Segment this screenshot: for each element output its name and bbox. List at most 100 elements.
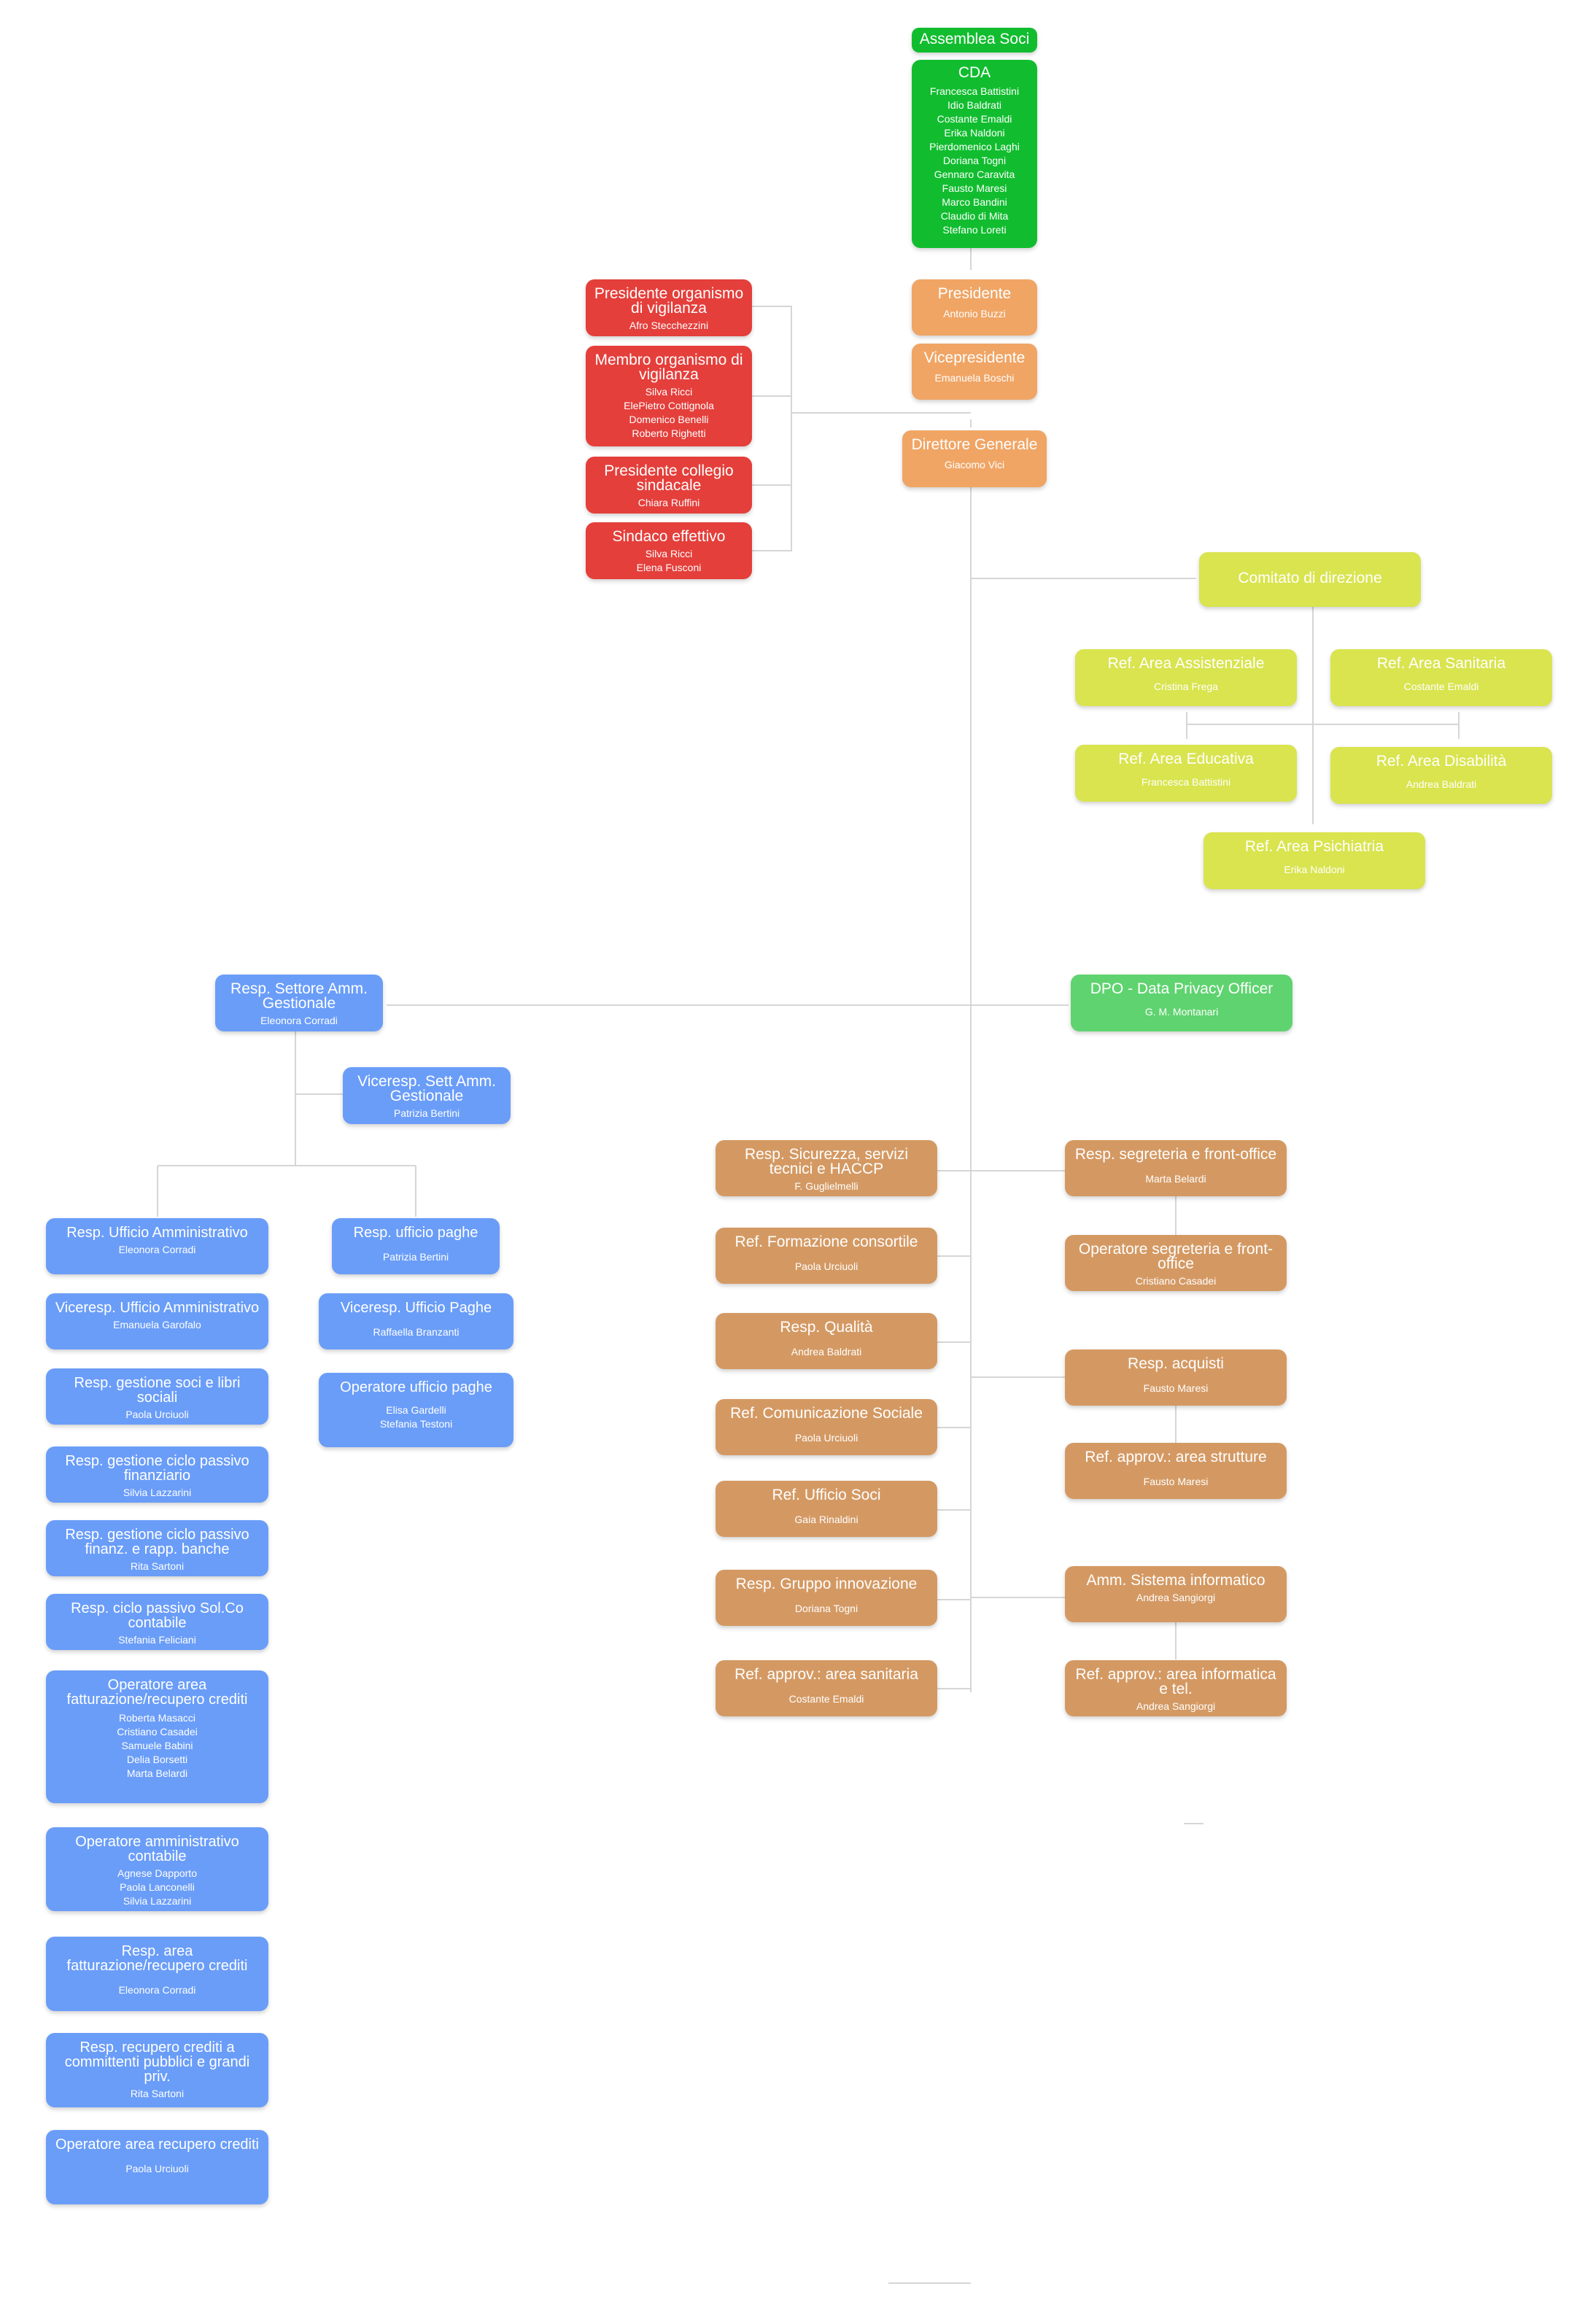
node-resp-paghe[interactable]: Resp. ufficio paghe Patrizia Bertini bbox=[332, 1218, 500, 1274]
node-title: Ref. Area Sanitaria bbox=[1376, 655, 1506, 672]
node-members: Paola Urciuoli bbox=[794, 1432, 858, 1444]
node-title: Direttore Generale bbox=[911, 436, 1038, 453]
node-op-amm-contabile[interactable]: Operatore amministrativo contabile Agnes… bbox=[46, 1827, 268, 1911]
node-ref-comunicazione[interactable]: Ref. Comunicazione Sociale Paola Urciuol… bbox=[716, 1399, 937, 1455]
node-title: Assemblea Soci bbox=[919, 31, 1030, 47]
node-members: Paola Urciuoli bbox=[125, 1409, 189, 1420]
node-pres-vigilanza[interactable]: Presidente organismo di vigilanza Afro S… bbox=[586, 279, 752, 336]
node-viceresp-settore[interactable]: Viceresp. Sett Amm. Gestionale Patrizia … bbox=[343, 1067, 511, 1124]
node-members: Fausto Maresi bbox=[1143, 1476, 1209, 1487]
node-sindaco-effettivo[interactable]: Sindaco effettivo Silva Ricci Elena Fusc… bbox=[586, 522, 752, 579]
node-title: Resp. Sicurezza, servizi tecnici e HACCP bbox=[744, 1146, 909, 1177]
node-assemblea-soci[interactable]: Assemblea Soci bbox=[912, 28, 1037, 53]
node-title: Comitato di direzione bbox=[1238, 570, 1382, 586]
node-title: Resp. ciclo passivo Sol.Co contabile bbox=[71, 1600, 244, 1631]
node-dpo[interactable]: DPO - Data Privacy Officer G. M. Montana… bbox=[1071, 975, 1292, 1031]
node-presidente[interactable]: Presidente Antonio Buzzi bbox=[912, 279, 1037, 336]
node-resp-ciclo-solco[interactable]: Resp. ciclo passivo Sol.Co contabile Ste… bbox=[46, 1594, 268, 1650]
node-members: G. M. Montanari bbox=[1144, 1006, 1219, 1018]
node-members: Paola Urciuoli bbox=[125, 2163, 189, 2174]
node-resp-uff-amm[interactable]: Resp. Ufficio Amministrativo Eleonora Co… bbox=[46, 1218, 268, 1274]
node-members: Patrizia Bertini bbox=[382, 1251, 449, 1263]
node-op-paghe[interactable]: Operatore ufficio paghe Elisa Gardelli S… bbox=[319, 1373, 513, 1447]
node-members: Costante Emaldi bbox=[1403, 681, 1479, 692]
node-ref-assistenziale[interactable]: Ref. Area Assistenziale Cristina Frega bbox=[1075, 649, 1297, 706]
node-resp-sicurezza[interactable]: Resp. Sicurezza, servizi tecnici e HACCP… bbox=[716, 1140, 937, 1196]
node-title: Ref. Formazione consortile bbox=[735, 1233, 918, 1250]
node-title: Ref. approv.: area strutture bbox=[1085, 1449, 1267, 1465]
node-resp-soci-libri[interactable]: Resp. gestione soci e libri sociali Paol… bbox=[46, 1368, 268, 1425]
node-ref-approv-strutture[interactable]: Ref. approv.: area strutture Fausto Mare… bbox=[1065, 1443, 1287, 1499]
node-members: Giacomo Vici bbox=[944, 459, 1005, 470]
node-members: Eleonora Corradi bbox=[260, 1015, 338, 1026]
node-ref-formazione[interactable]: Ref. Formazione consortile Paola Urciuol… bbox=[716, 1228, 937, 1284]
node-title: Resp. Qualità bbox=[780, 1319, 873, 1336]
node-members: Fausto Maresi bbox=[1143, 1382, 1209, 1394]
node-members: F. Guglielmelli bbox=[794, 1180, 858, 1192]
node-ref-approv-sanitaria[interactable]: Ref. approv.: area sanitaria Costante Em… bbox=[716, 1660, 937, 1716]
node-amm-sistema[interactable]: Amm. Sistema informatico Andrea Sangiorg… bbox=[1065, 1566, 1287, 1622]
node-title: Resp. Ufficio Amministrativo bbox=[66, 1225, 248, 1241]
node-resp-innovazione[interactable]: Resp. Gruppo innovazione Doriana Togni bbox=[716, 1570, 937, 1626]
node-resp-recupero[interactable]: Resp. recupero crediti a committenti pub… bbox=[46, 2033, 268, 2107]
node-title: Viceresp. Ufficio Amministrativo bbox=[55, 1300, 260, 1316]
node-viceresp-paghe[interactable]: Viceresp. Ufficio Paghe Raffaella Branza… bbox=[319, 1293, 513, 1349]
node-title: Presidente bbox=[937, 285, 1012, 302]
node-members: Andrea Sangiorgi bbox=[1136, 1592, 1216, 1603]
node-title: Ref. approv.: area sanitaria bbox=[735, 1666, 918, 1683]
node-cda[interactable]: CDA Francesca Battistini Idio Baldrati C… bbox=[912, 60, 1037, 248]
node-members: Eleonora Corradi bbox=[118, 1244, 196, 1255]
node-members: Erika Naldoni bbox=[1284, 864, 1345, 875]
node-title: Resp. recupero crediti a committenti pub… bbox=[64, 2040, 250, 2085]
node-title: Operatore segreteria e front-office bbox=[1078, 1241, 1274, 1272]
node-members: Silva Ricci ElePietro Cottignola Domenic… bbox=[624, 386, 714, 439]
node-title: Sindaco effettivo bbox=[612, 528, 726, 545]
node-resp-segreteria[interactable]: Resp. segreteria e front-office Marta Be… bbox=[1065, 1140, 1287, 1196]
node-ref-soci[interactable]: Ref. Ufficio Soci Gaia Rinaldini bbox=[716, 1481, 937, 1537]
node-ref-educativa[interactable]: Ref. Area Educativa Francesca Battistini bbox=[1075, 745, 1297, 802]
node-members: Rita Sartoni bbox=[130, 2088, 185, 2099]
node-title: Membro organismo di vigilanza bbox=[594, 352, 743, 383]
node-members: Doriana Togni bbox=[794, 1603, 858, 1614]
node-op-segreteria[interactable]: Operatore segreteria e front-office Cris… bbox=[1065, 1235, 1287, 1291]
node-title: Presidente organismo di vigilanza bbox=[594, 285, 744, 317]
node-title: Resp. acquisti bbox=[1128, 1355, 1224, 1372]
node-members: Paola Urciuoli bbox=[794, 1260, 858, 1272]
node-membro-vigilanza[interactable]: Membro organismo di vigilanza Silva Ricc… bbox=[586, 346, 752, 446]
node-viceresp-uff-amm[interactable]: Viceresp. Ufficio Amministrativo Emanuel… bbox=[46, 1293, 268, 1349]
node-title: Ref. approv.: area informatica e tel. bbox=[1075, 1666, 1276, 1697]
node-ref-approv-informatica[interactable]: Ref. approv.: area informatica e tel. An… bbox=[1065, 1660, 1287, 1716]
node-title: Ref. Area Educativa bbox=[1118, 751, 1254, 767]
node-ref-sanitaria[interactable]: Ref. Area Sanitaria Costante Emaldi bbox=[1330, 649, 1552, 706]
node-title: Resp. segreteria e front-office bbox=[1074, 1146, 1277, 1163]
node-resp-qualita[interactable]: Resp. Qualità Andrea Baldrati bbox=[716, 1313, 937, 1369]
node-title: Ref. Area Disabilità bbox=[1376, 753, 1507, 770]
node-resp-ciclo-banche[interactable]: Resp. gestione ciclo passivo finanz. e r… bbox=[46, 1520, 268, 1576]
node-title: DPO - Data Privacy Officer bbox=[1090, 980, 1274, 997]
node-members: Silvia Lazzarini bbox=[123, 1487, 192, 1498]
node-members: Andrea Baldrati bbox=[1406, 778, 1477, 790]
node-title: Resp. ufficio paghe bbox=[353, 1225, 478, 1241]
node-title: Resp. Gruppo innovazione bbox=[735, 1576, 918, 1592]
node-resp-fatturazione[interactable]: Resp. area fatturazione/recupero crediti… bbox=[46, 1937, 268, 2011]
node-direttore-generale[interactable]: Direttore Generale Giacomo Vici bbox=[902, 430, 1047, 487]
node-op-fatturazione[interactable]: Operatore area fatturazione/recupero cre… bbox=[46, 1670, 268, 1803]
node-title: Operatore area recupero crediti bbox=[55, 2137, 260, 2153]
node-title: Viceresp. Ufficio Paghe bbox=[340, 1300, 492, 1316]
node-vicepresidente[interactable]: Vicepresidente Emanuela Boschi bbox=[912, 344, 1037, 400]
node-title: Ref. Area Assistenziale bbox=[1107, 655, 1265, 672]
node-op-recupero[interactable]: Operatore area recupero crediti Paola Ur… bbox=[46, 2130, 268, 2204]
node-resp-acquisti[interactable]: Resp. acquisti Fausto Maresi bbox=[1065, 1349, 1287, 1406]
node-ref-disabilita[interactable]: Ref. Area Disabilità Andrea Baldrati bbox=[1330, 747, 1552, 804]
node-members: Francesca Battistini Idio Baldrati Costa… bbox=[929, 85, 1020, 236]
node-comitato-direzione[interactable]: Comitato di direzione bbox=[1199, 552, 1421, 607]
node-ref-psichiatria[interactable]: Ref. Area Psichiatria Erika Naldoni bbox=[1204, 832, 1425, 889]
node-resp-ciclo-fin[interactable]: Resp. gestione ciclo passivo finanziario… bbox=[46, 1446, 268, 1503]
node-members: Chiara Ruffini bbox=[637, 497, 700, 508]
node-resp-settore[interactable]: Resp. Settore Amm. Gestionale Eleonora C… bbox=[215, 975, 383, 1031]
node-members: Cristiano Casadei bbox=[1135, 1275, 1217, 1287]
node-pres-collegio[interactable]: Presidente collegio sindacale Chiara Ruf… bbox=[586, 457, 752, 514]
node-title: Vicepresidente bbox=[923, 349, 1026, 366]
node-title: Viceresp. Sett Amm. Gestionale bbox=[357, 1073, 496, 1104]
